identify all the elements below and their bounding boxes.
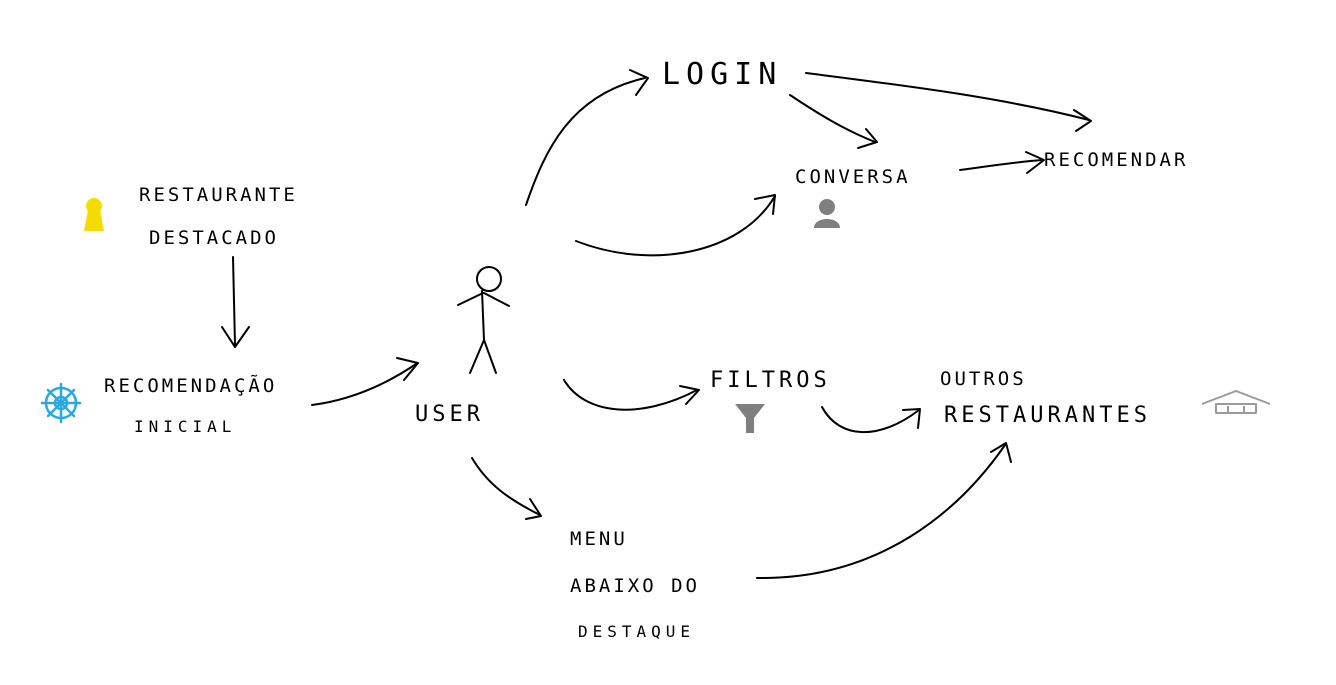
label-recomendar: RECOMENDAR — [1044, 149, 1188, 171]
house-icon — [1201, 390, 1271, 414]
user-figure — [457, 266, 510, 374]
snowflake-icon — [40, 382, 82, 424]
label-menu-line2: ABAIXO DO — [570, 575, 700, 597]
label-filtros: FILTROS — [710, 368, 831, 393]
arrow-inicial-to-user — [311, 357, 419, 406]
label-user: USER — [415, 402, 484, 427]
arrow-user-to-filtros — [563, 379, 700, 411]
label-recomendacao-inicial-line2: INICIAL — [134, 417, 236, 436]
label-restaurante-destacado-line1: RESTAURANTE — [139, 184, 298, 206]
keyhole-icon — [84, 198, 104, 231]
arrow-login-to-conversa — [789, 94, 878, 149]
label-outros-restaurantes-line1: OUTROS — [940, 368, 1027, 390]
label-conversa: CONVERSA — [795, 166, 911, 188]
label-restaurante-destacado-line2: DESTACADO — [149, 227, 279, 249]
label-recomendacao-inicial-line1: RECOMENDAÇÃO — [104, 374, 277, 397]
arrow-login-to-recomendar — [805, 72, 1092, 132]
arrow-user-to-menu — [471, 457, 542, 520]
arrow-user-to-login — [525, 69, 649, 206]
filter-icon — [735, 404, 765, 433]
arrow-menu-to-outros — [756, 442, 1012, 580]
label-menu-line3: DESTAQUE — [578, 622, 695, 641]
arrow-conversa-to-recomendar — [959, 151, 1045, 174]
arrow-filtros-to-outros — [821, 406, 921, 434]
arrow-destacado-to-inicial — [221, 256, 250, 348]
person-icon — [814, 199, 840, 228]
label-login: LOGIN — [662, 57, 782, 92]
label-outros-restaurantes-line2: RESTAURANTES — [944, 403, 1151, 428]
label-menu-line1: MENU — [570, 528, 628, 550]
arrow-user-to-conversa — [575, 194, 776, 257]
